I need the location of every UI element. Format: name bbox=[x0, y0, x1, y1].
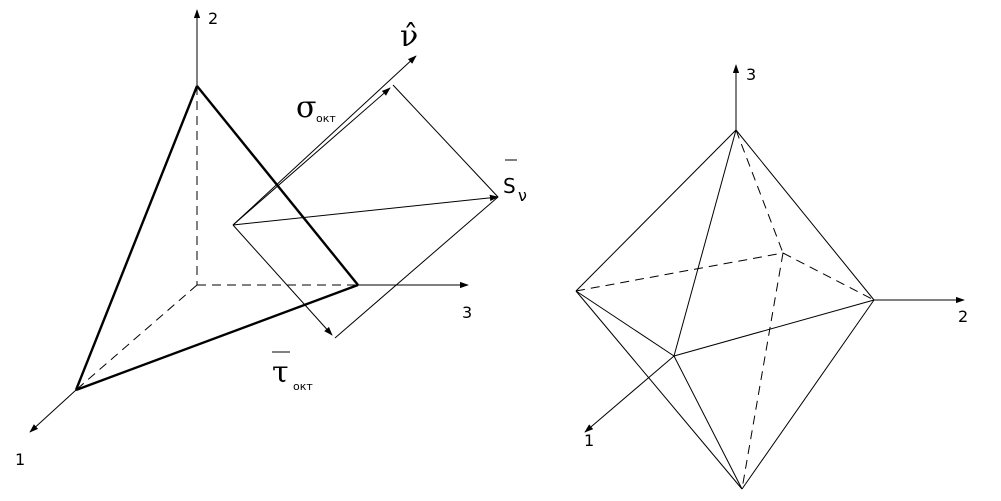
octa-hidden-left-back bbox=[575, 252, 784, 292]
left-axis-1-hidden bbox=[75, 284, 198, 391]
octa-hidden-back-right bbox=[782, 252, 875, 301]
right-axis-3-label: 3 bbox=[746, 65, 756, 84]
plane-edge-2-3 bbox=[196, 85, 359, 286]
plane-edge-2-1 bbox=[74, 85, 199, 391]
sigma-okt-label: σ окт bbox=[296, 90, 336, 125]
octa-edge-left-bottom bbox=[575, 290, 743, 490]
octa-edge-top-right bbox=[735, 129, 875, 301]
normal-vector-label: ν̂ bbox=[400, 19, 418, 54]
right-axis-1-line bbox=[584, 355, 675, 433]
octa-hidden-back-bottom bbox=[741, 252, 784, 490]
left-axis-3-label: 3 bbox=[462, 303, 472, 322]
normal-direction-line bbox=[232, 55, 417, 226]
tau-okt-vector bbox=[232, 224, 333, 336]
stress-vector-label: S ν bbox=[503, 159, 527, 205]
tau-subscript: окт bbox=[293, 380, 313, 393]
octa-edge-top-front bbox=[673, 129, 737, 357]
tau-symbol: τ bbox=[272, 355, 289, 390]
left-axis-2-label: 2 bbox=[208, 9, 218, 28]
sigma-symbol: σ bbox=[296, 90, 316, 125]
octa-edge-front-bottom bbox=[673, 355, 743, 490]
octa-hidden-top-back bbox=[735, 129, 784, 254]
plane-edge-1-3 bbox=[75, 283, 359, 392]
left-figure: 2 3 1 ν̂ σ окт τ окт S ν bbox=[15, 9, 527, 469]
tau-okt-label: τ окт bbox=[272, 351, 313, 393]
right-figure: 3 2 1 bbox=[575, 64, 968, 490]
right-axis-1-label: 1 bbox=[584, 431, 594, 450]
sigma-subscript: окт bbox=[316, 112, 336, 125]
octa-edge-front-right bbox=[673, 299, 875, 357]
parallelogram-top-side bbox=[392, 84, 499, 198]
octa-edge-right-bottom bbox=[741, 299, 875, 490]
octa-edge-left-front bbox=[575, 290, 675, 357]
parallelogram-bottom-side bbox=[334, 196, 499, 339]
left-axis-1-label: 1 bbox=[15, 450, 25, 469]
octa-edge-top-left bbox=[575, 129, 737, 292]
left-axis-1-line bbox=[29, 389, 77, 433]
stress-vector bbox=[232, 194, 499, 226]
right-axis-2-label: 2 bbox=[958, 307, 968, 326]
sigma-okt-vector bbox=[232, 87, 391, 226]
stress-subscript: ν bbox=[518, 186, 527, 205]
stress-symbol: S bbox=[503, 174, 516, 198]
